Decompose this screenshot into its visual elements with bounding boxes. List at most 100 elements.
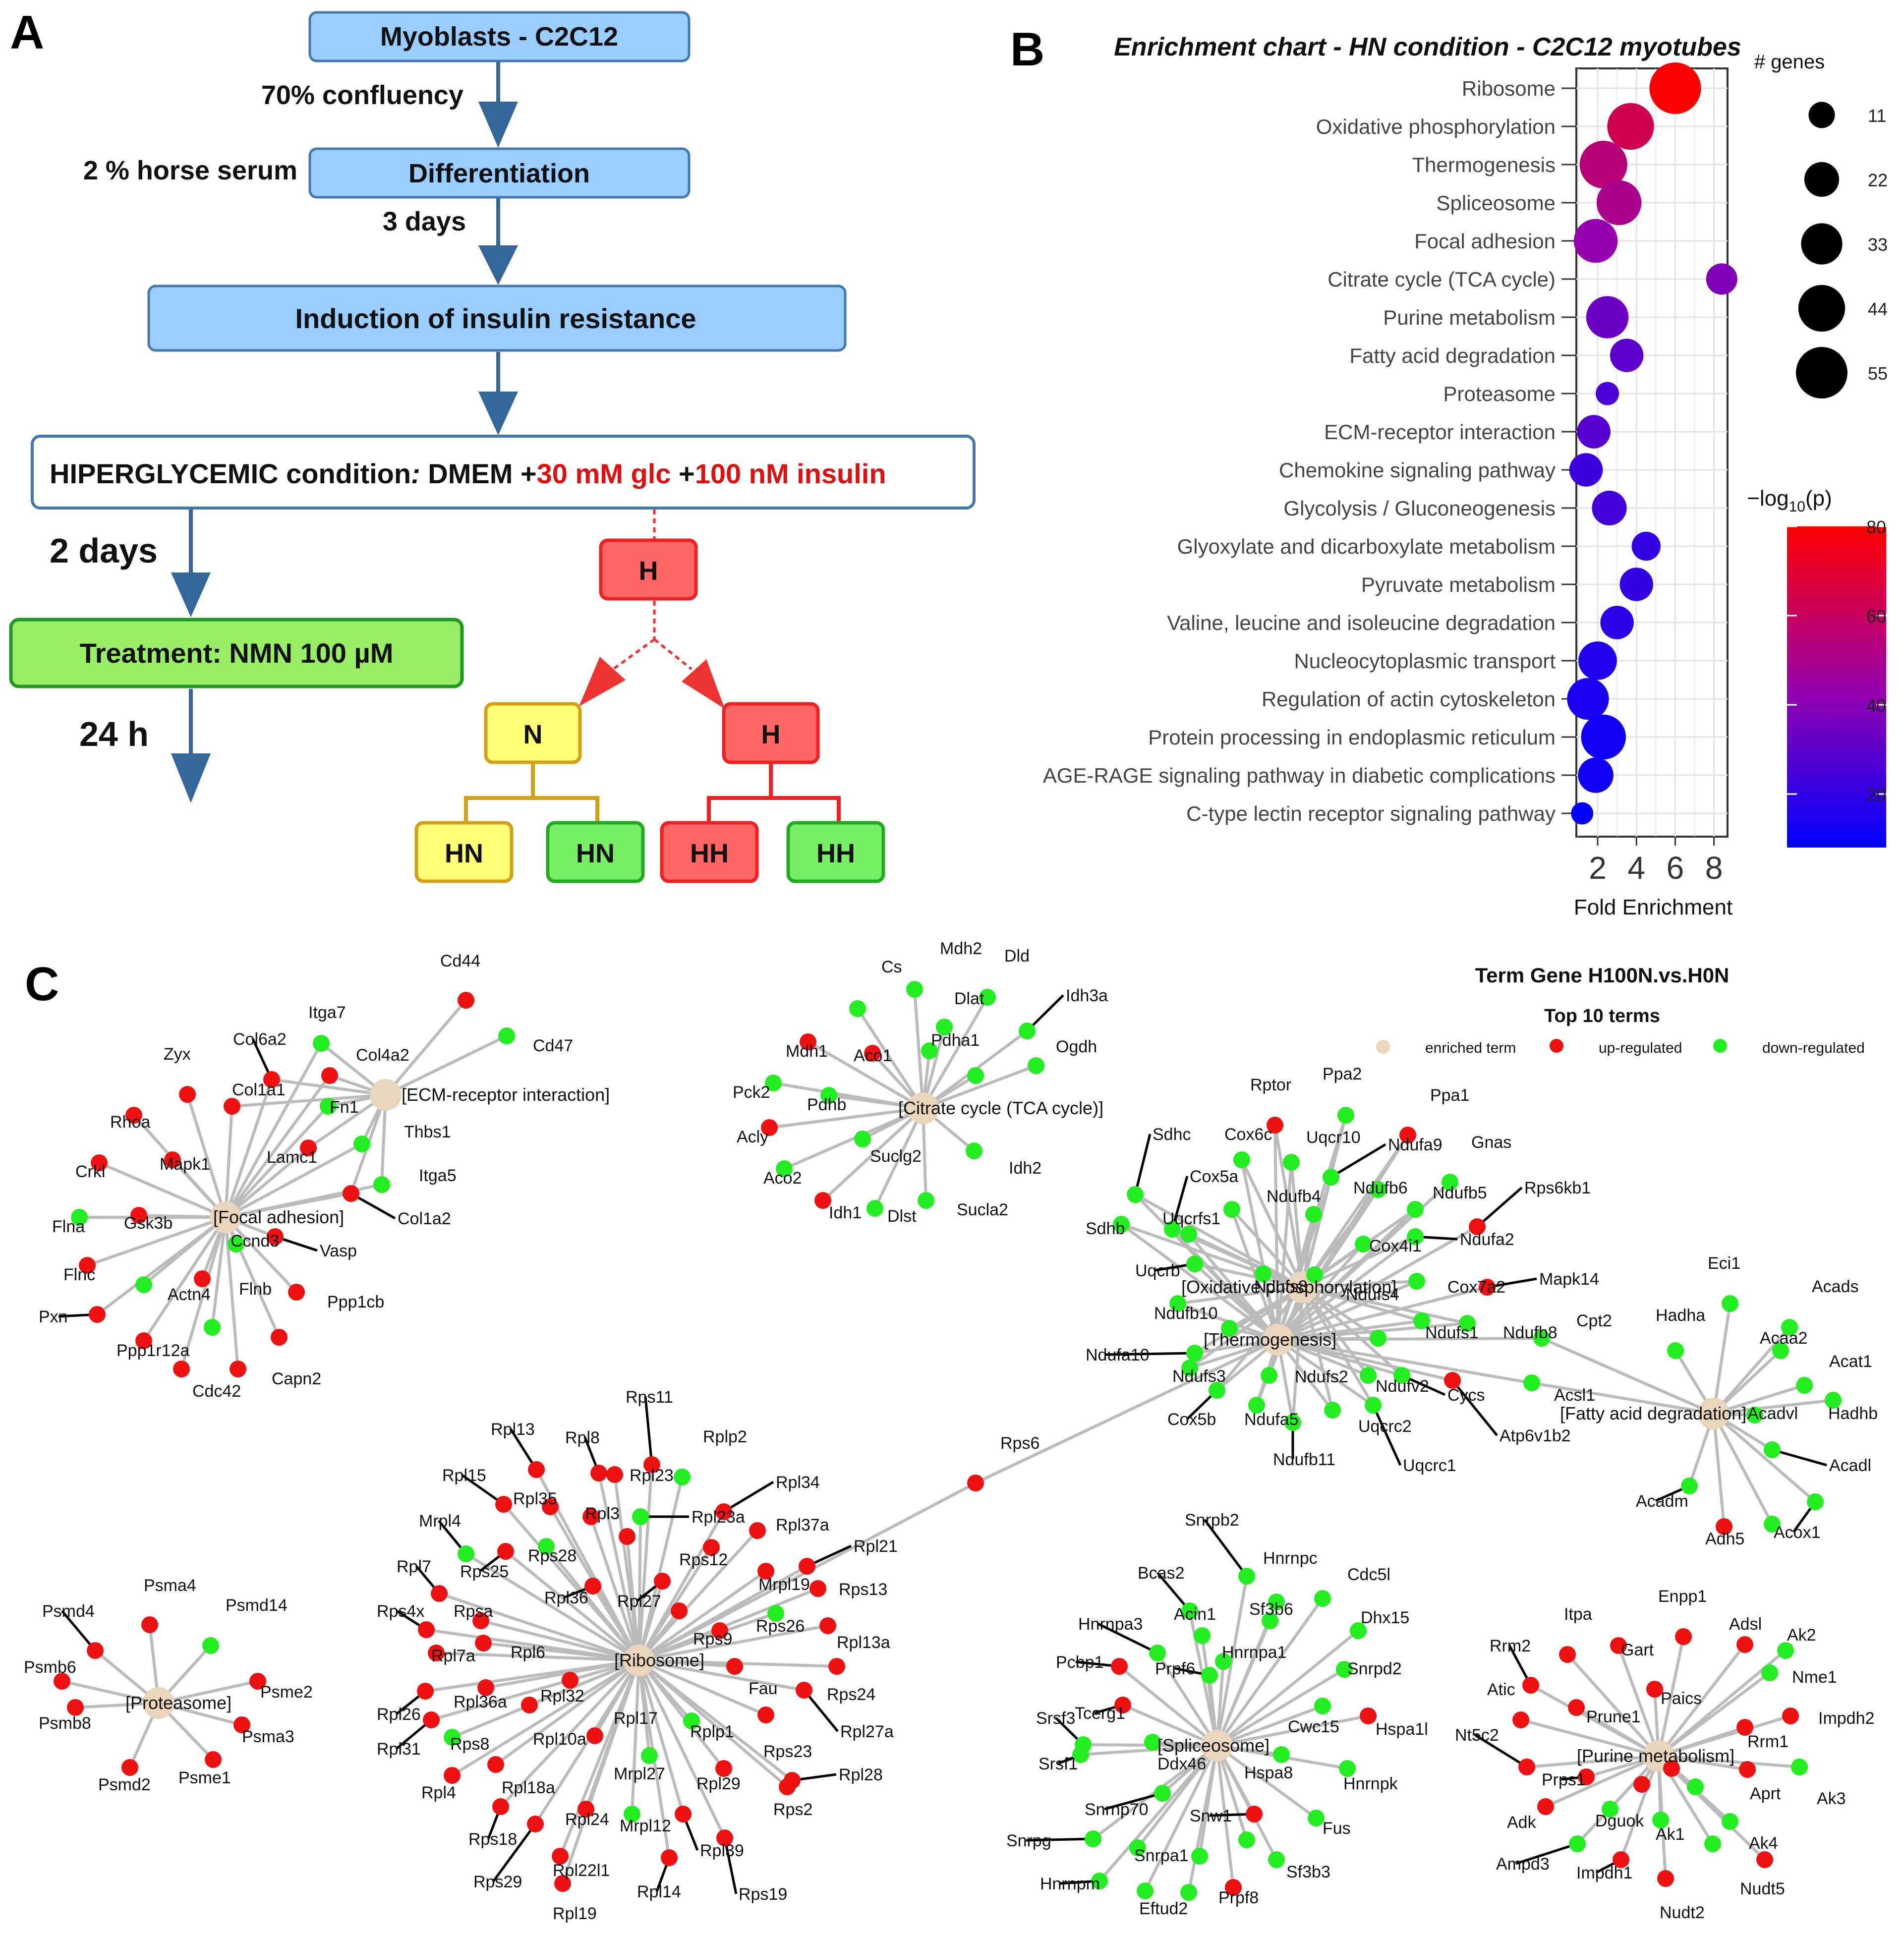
gene-label: Itpa xyxy=(1564,1605,1592,1624)
up-regulated-gene-node xyxy=(230,1361,246,1377)
panel-c-network: C Term Gene H100N.vs.H0N Top 10 terms en… xyxy=(24,939,1878,1923)
up-regulated-gene-node xyxy=(552,1848,569,1865)
confluency-text: 70% confluency xyxy=(261,80,463,110)
up-regulated-gene-node xyxy=(1646,1681,1663,1698)
up-regulated-gene-node xyxy=(1633,1776,1650,1793)
data-point xyxy=(1631,531,1661,561)
up-regulated-gene-node xyxy=(1736,1719,1753,1736)
down-regulated-gene-node xyxy=(1407,1228,1424,1245)
tree-box-hn-2 xyxy=(546,821,645,883)
differentiation-box xyxy=(308,147,691,199)
network-edge xyxy=(1188,1233,1304,1289)
down-regulated-gene-node xyxy=(1796,1377,1813,1394)
network-edge xyxy=(385,1034,508,1096)
gene-label: Rpl3 xyxy=(585,1504,620,1523)
x-tick-label: 2 xyxy=(1589,850,1607,886)
tree-box-h-top xyxy=(599,538,698,601)
gene-label: Ppp1cb xyxy=(327,1293,384,1311)
gene-label: Col1a1 xyxy=(232,1081,286,1099)
gene-label: Dlat xyxy=(954,989,984,1008)
up-regulated-gene-node xyxy=(300,1139,317,1156)
down-regulated-gene-node xyxy=(1746,1407,1763,1423)
down-regulated-gene-node xyxy=(135,1276,152,1293)
down-regulated-gene-node xyxy=(1413,1312,1430,1329)
legend-up-text: up-regulated xyxy=(1599,1040,1682,1056)
network-edge xyxy=(1216,1705,1324,1747)
up-regulated-gene-node xyxy=(799,1558,815,1575)
network-edge xyxy=(485,1659,639,1689)
gene-label: Ndufa5 xyxy=(1244,1410,1299,1429)
network-edge xyxy=(1215,1576,1248,1746)
gene-label: Rps11 xyxy=(626,1388,673,1407)
gene-label: Hadha xyxy=(1656,1306,1705,1325)
network-edge xyxy=(1216,1714,1369,1747)
arrow-2-head xyxy=(478,245,518,285)
network-edge xyxy=(637,1660,685,1815)
down-regulated-gene-node xyxy=(1314,1698,1331,1714)
data-point xyxy=(1596,180,1642,226)
gene-label: Gart xyxy=(1621,1641,1654,1659)
gene-label: Atic xyxy=(1487,1680,1515,1699)
network-edge xyxy=(638,1612,776,1662)
network-edge xyxy=(224,1042,323,1218)
tree-hn2-text: HN xyxy=(576,839,615,868)
down-regulated-gene-node xyxy=(1221,1320,1238,1337)
y-tick-label: Nucleocytoplasmic transport xyxy=(1294,649,1556,673)
data-point xyxy=(1577,415,1611,449)
data-point xyxy=(1607,103,1654,150)
down-regulated-gene-node xyxy=(1072,1746,1089,1763)
network-edge xyxy=(1712,1413,1726,1527)
gene-label: Mapk1 xyxy=(160,1155,210,1174)
label-leader xyxy=(1330,1143,1386,1179)
size-legend-label: 55 xyxy=(1868,363,1888,384)
down-regulated-gene-node xyxy=(632,1508,649,1525)
up-regulated-gene-node xyxy=(125,1107,142,1124)
gene-label: Dguok xyxy=(1595,1812,1644,1830)
gene-label: Ndufb5 xyxy=(1433,1184,1487,1202)
up-regulated-gene-node xyxy=(179,1086,196,1103)
gene-label: Gsk3b xyxy=(124,1214,173,1233)
down-regulated-gene-node xyxy=(1028,1057,1044,1074)
down-regulated-gene-node xyxy=(1360,1367,1377,1384)
network-edge xyxy=(638,1659,767,1716)
network-edge xyxy=(465,1552,640,1662)
down-regulated-gene-node xyxy=(921,1042,938,1059)
network-edge xyxy=(271,1078,386,1096)
down-regulated-gene-node xyxy=(1223,1201,1240,1218)
label-leader xyxy=(1203,1519,1248,1577)
gene-label: Rps25 xyxy=(460,1562,509,1581)
term-label: [Citrate cycle (TCA cycle)] xyxy=(898,1098,1103,1118)
down-regulated-gene-node xyxy=(1355,1236,1372,1252)
gene-label: Ak3 xyxy=(1817,1789,1846,1808)
network-edge xyxy=(186,1094,227,1218)
gene-label: Hadhb xyxy=(1828,1404,1878,1423)
network-edge xyxy=(1216,1629,1359,1747)
gene-label: Nme1 xyxy=(1792,1668,1837,1687)
network-edge xyxy=(1545,1755,1660,1808)
gene-label: Col1a2 xyxy=(398,1209,451,1228)
gene-label: Pcbp1 xyxy=(1056,1653,1103,1672)
size-legend-label: 11 xyxy=(1868,106,1886,126)
up-regulated-gene-node xyxy=(224,1098,240,1115)
data-point xyxy=(1569,453,1603,487)
network-edge xyxy=(225,1192,351,1219)
up-regulated-gene-node xyxy=(1522,1677,1539,1694)
gene-label: Aprt xyxy=(1750,1784,1781,1803)
down-regulated-gene-node xyxy=(854,1131,871,1147)
up-regulated-gene-node xyxy=(671,1602,688,1619)
gene-label: Ndufs3 xyxy=(1172,1367,1226,1386)
size-legend-circle xyxy=(1801,223,1843,265)
gene-label: Adk xyxy=(1507,1813,1537,1832)
up-regulated-gene-node xyxy=(1716,1518,1732,1535)
network-edge xyxy=(451,1659,640,1777)
up-regulated-gene-node xyxy=(1444,1372,1461,1389)
gene-label: Acly xyxy=(737,1128,768,1146)
gene-label: Rpsa xyxy=(454,1602,493,1621)
down-regulated-gene-node xyxy=(1791,1759,1808,1775)
gene-label: Rpl31 xyxy=(377,1740,421,1759)
gene-label: Impdh1 xyxy=(1576,1864,1632,1882)
network-edge xyxy=(637,1477,684,1661)
up-regulated-gene-node xyxy=(492,1798,509,1815)
down-regulated-gene-node xyxy=(538,1538,555,1555)
